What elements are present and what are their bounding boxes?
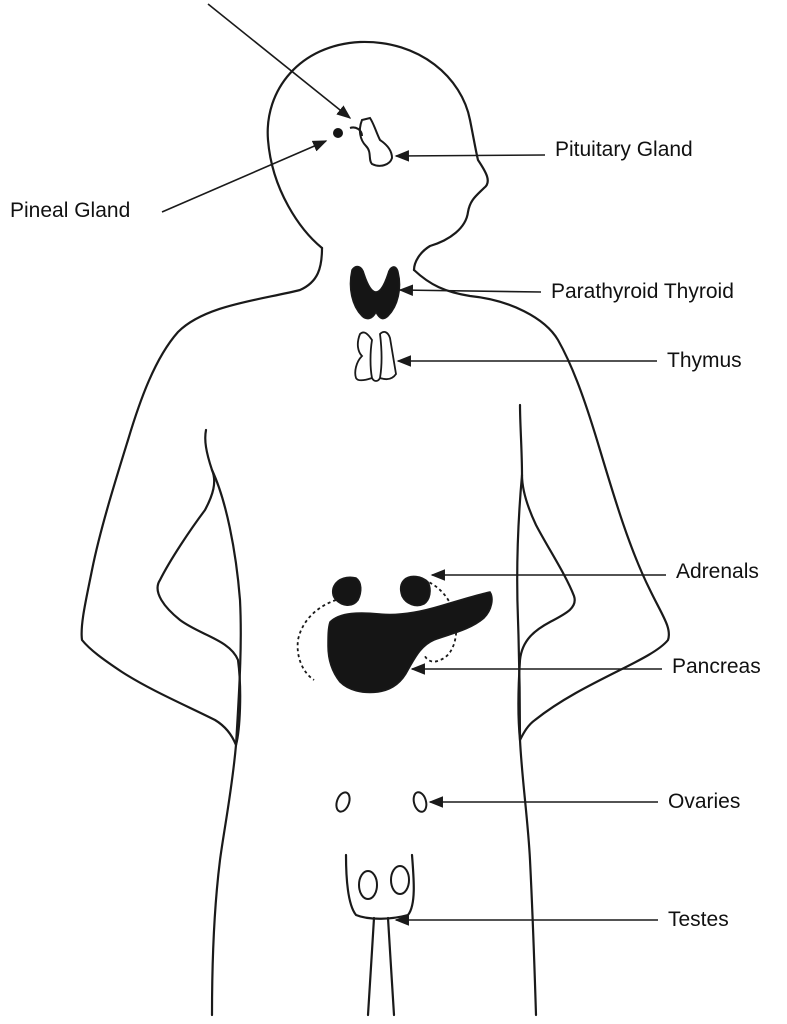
left-arm-outline <box>82 248 322 745</box>
thyroid-shape <box>350 267 399 319</box>
pineal-gland-shape <box>333 128 343 138</box>
adrenal-glands-shape <box>333 576 430 605</box>
pineal-pointer-line <box>162 141 326 212</box>
testes-shape <box>359 866 409 899</box>
testes-label: Testes <box>668 909 729 930</box>
pituitary-gland-shape <box>350 118 392 166</box>
parathyroid-thyroid-label: Parathyroid Thyroid <box>551 281 734 302</box>
hypothalamus-pointer-line <box>208 4 350 118</box>
adrenals-label: Adrenals <box>676 561 759 582</box>
ovaries-label: Ovaries <box>668 791 740 812</box>
leg-inner-right <box>388 918 394 1015</box>
thymus-shape <box>355 332 396 381</box>
groin-outline <box>346 855 414 919</box>
left-torso-outline <box>212 470 241 1015</box>
pancreas-shape <box>328 592 492 693</box>
pituitary-gland-label: Pituitary Gland <box>555 139 693 160</box>
pineal-gland-label: Pineal Gland <box>10 200 130 221</box>
pituitary-pointer-line <box>396 155 545 156</box>
leg-inner-left <box>368 918 374 1015</box>
thyroid-pointer-line <box>400 290 541 292</box>
thymus-label: Thymus <box>667 350 742 371</box>
pancreas-label: Pancreas <box>672 656 761 677</box>
right-torso-outline <box>517 475 536 1015</box>
body-outline <box>82 42 669 1015</box>
ovaries-shape <box>334 791 428 814</box>
